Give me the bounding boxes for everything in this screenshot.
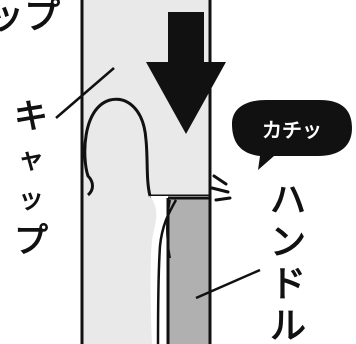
handle-leader-line — [195, 268, 261, 300]
spring-clip-inner — [166, 199, 171, 259]
cap-label-char: キ — [14, 97, 48, 137]
handle-label: ハ ン ド ル — [270, 180, 306, 344]
handle-label-char: ル — [270, 306, 306, 344]
cropped-top-label: ップ — [0, 0, 60, 37]
cap-label-char: プ — [14, 221, 48, 261]
cap-label-char: ッ — [18, 185, 44, 215]
sound-bubble: カチッ — [232, 100, 352, 170]
click-line — [210, 186, 230, 194]
cap-label-char: ャ — [18, 145, 44, 175]
handle-label-char: ハ — [270, 180, 306, 221]
handle-part — [150, 196, 212, 344]
click-line — [212, 174, 228, 186]
handle-body — [168, 198, 210, 344]
click-line — [214, 196, 232, 202]
cap-latch — [83, 97, 152, 197]
down-arrow-icon — [146, 12, 226, 134]
sound-bubble-text: カチッ — [262, 118, 322, 142]
cap-label: キ ャ ッ プ — [14, 97, 48, 261]
cap-leader-line — [55, 67, 115, 119]
handle-label-char: ド — [270, 264, 306, 305]
handle-label-char: ン — [270, 222, 306, 263]
sound-bubble-shape — [232, 100, 352, 170]
click-motion-lines — [210, 174, 232, 202]
